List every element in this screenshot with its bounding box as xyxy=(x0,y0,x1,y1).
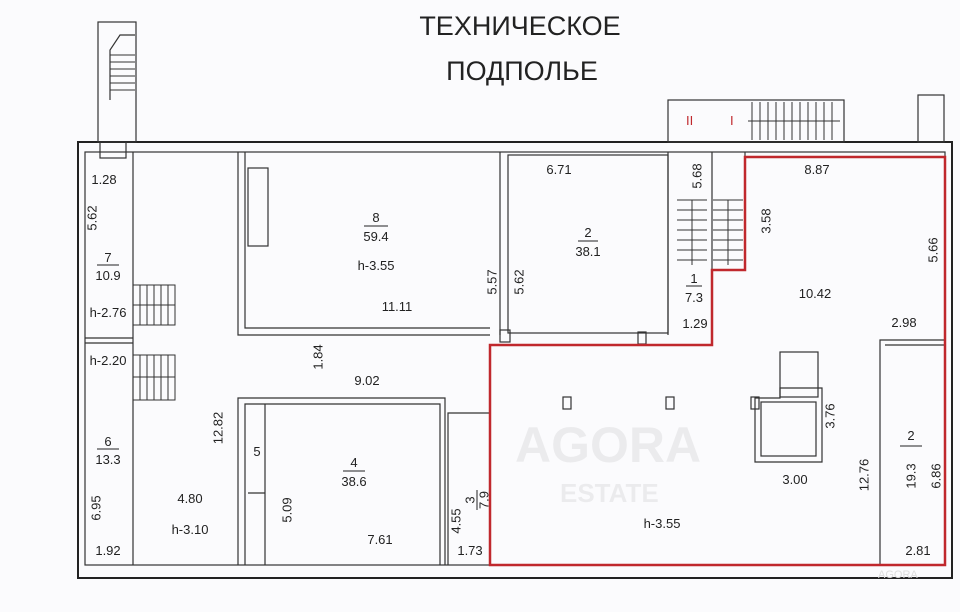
dim: 9.02 xyxy=(354,373,379,388)
room-6-height: h-2.20 xyxy=(90,353,127,368)
highlighted-height: h-3.55 xyxy=(644,516,681,531)
room-6-area: 13.3 xyxy=(95,452,120,467)
room-1-number: 1 xyxy=(690,271,697,286)
dim: 1.84 xyxy=(311,344,326,369)
dim: 3.58 xyxy=(759,208,774,233)
dim: 3.76 xyxy=(823,403,838,428)
dim: 6.95 xyxy=(89,495,104,520)
room-2a-number: 2 xyxy=(584,225,591,240)
dim: 5.62 xyxy=(512,269,527,294)
room-1-area: 7.3 xyxy=(685,290,703,305)
room-3-area: 7.9 xyxy=(477,491,492,509)
watermark-estate: ESTATE xyxy=(560,478,659,508)
dim: 5.62 xyxy=(85,205,100,230)
room-7-height: h-2.76 xyxy=(90,305,127,320)
dim: 8.87 xyxy=(804,162,829,177)
room-5-number: 5 xyxy=(253,444,260,459)
corridor-height: h-3.10 xyxy=(172,522,209,537)
watermark-agora: AGORA xyxy=(515,417,701,473)
dim: 6.71 xyxy=(546,162,571,177)
room-8-area: 59.4 xyxy=(363,229,388,244)
dim: 5.66 xyxy=(926,237,941,262)
dim: 5.09 xyxy=(280,497,295,522)
dim: 3.00 xyxy=(782,472,807,487)
highlighted-premises-outline[interactable] xyxy=(488,155,947,567)
dim: 1.92 xyxy=(95,543,120,558)
stair-top-left xyxy=(97,21,137,159)
dim: 6.86 xyxy=(929,463,944,488)
dim: 5.57 xyxy=(485,269,500,294)
dim: 1.28 xyxy=(91,172,116,187)
room-4-number: 4 xyxy=(350,455,357,470)
plan-title-line2: ПОДПОЛЬЕ xyxy=(446,56,598,86)
plan-title-line1: ТЕХНИЧЕСКОЕ xyxy=(419,11,620,41)
dim: 11.11 xyxy=(382,299,413,314)
dim: 2.81 xyxy=(905,543,930,558)
room-4-area: 38.6 xyxy=(341,474,366,489)
stair-top-right xyxy=(667,94,945,143)
dim: 4.55 xyxy=(449,508,464,533)
stair-left xyxy=(132,284,176,401)
dim: 2.98 xyxy=(891,315,916,330)
dim: 4.80 xyxy=(177,491,202,506)
dimension-labels: 1.28 5.62 11.11 5.57 5.62 6.71 5.68 1.29… xyxy=(85,162,944,558)
dim: 10.42 xyxy=(799,286,832,301)
room-labels: 7 10.9 h-2.76 h-2.20 6 13.3 8 59.4 h-3.5… xyxy=(90,210,922,537)
room-7-area: 10.9 xyxy=(95,268,120,283)
dim: 7.61 xyxy=(367,532,392,547)
watermark-corner-logo: AGORA xyxy=(878,569,918,581)
dim: 5.68 xyxy=(690,163,705,188)
dim: 1.29 xyxy=(682,316,707,331)
room-8-number: 8 xyxy=(372,210,379,225)
dim: 12.76 xyxy=(857,459,872,492)
dim: 12.82 xyxy=(211,412,226,445)
dim: 1.73 xyxy=(457,543,482,558)
room-8-height: h-3.55 xyxy=(358,258,395,273)
room-7-number: 7 xyxy=(104,250,111,265)
room-2b-area: 19.3 xyxy=(904,463,919,488)
room-6-number: 6 xyxy=(104,434,111,449)
interior-walls xyxy=(85,152,945,565)
room-2a-area: 38.1 xyxy=(575,244,600,259)
stair-mark-ii: II xyxy=(686,113,693,128)
outer-walls xyxy=(77,141,953,579)
room-3-number: 3 xyxy=(463,496,478,503)
stair-mark-i: I xyxy=(730,113,734,128)
room-2b-number: 2 xyxy=(907,428,914,443)
stair-shaft xyxy=(677,199,743,265)
